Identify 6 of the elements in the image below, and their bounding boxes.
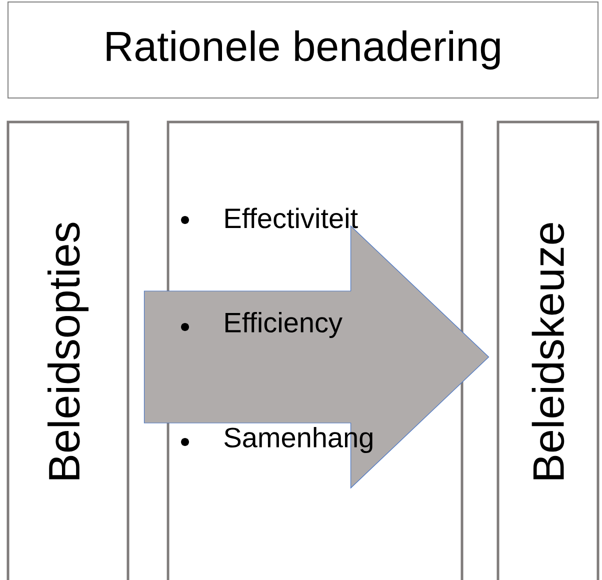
bullet-item: Effectiviteit <box>181 208 358 228</box>
column-box: Beleidsopties <box>6 120 130 580</box>
title-box: Rationele benadering <box>8 2 598 98</box>
block-arrow <box>144 225 490 489</box>
column-box: Beleidskeuze <box>496 120 600 580</box>
bullet-item: Efficiency <box>181 312 342 338</box>
